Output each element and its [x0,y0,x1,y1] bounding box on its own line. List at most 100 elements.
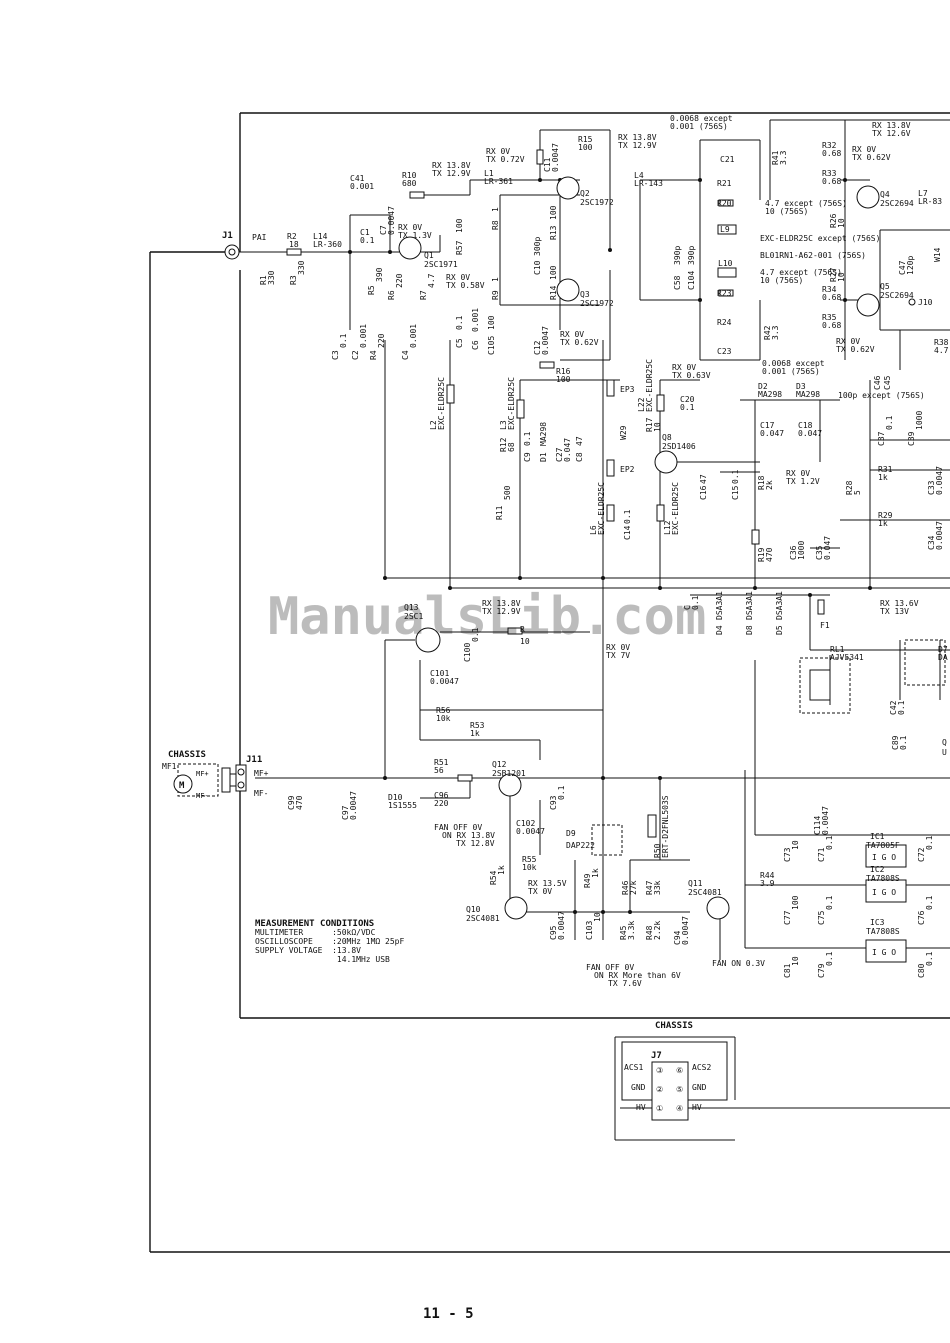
q8-emitter-rx: RX 0V [786,469,810,478]
c75-ref: C75 [817,910,826,925]
c10-ref: C10 [533,260,542,275]
c8-value: 47 [575,436,584,446]
c105-value: 100 [487,315,496,330]
c102-value: 0.0047 [516,827,545,836]
c4-ref: C4 [401,350,410,360]
transistor-q8: Q8 2SD1406 [654,433,696,474]
transistor-q5: Q5 2SC2694 [856,282,914,317]
d5-value: DSA3A1 [775,591,784,620]
fan-motor: CHASSIS MF1 M MF+ MF- [162,750,236,800]
c42-value: 0.1 [897,700,906,715]
q13-tx: TX 12.9V [482,607,521,616]
l12-ref: L12 [663,520,672,535]
c21-ref: C21 [720,155,735,164]
c101-value: 0.0047 [430,677,459,686]
d1-ref: D1 [539,452,548,462]
r28-value: 5 [853,490,862,495]
q8-emitter-tx: TX 1.2V [786,477,820,486]
r8-value: 1 [491,207,500,212]
c16-value: 47 [699,474,708,484]
q12-tx: TX 12.8V [456,839,495,848]
q11-part: 2SC4081 [688,888,722,897]
w14-ref: W14 [933,247,942,262]
j11-mf-minus: MF- [254,789,268,798]
c41-ref: C41 [350,174,365,183]
c7-value: 0.0047 [387,206,396,235]
q10-part: 2SC4081 [466,914,500,923]
j7-pin-1: ① [656,1104,663,1113]
q5-part: 2SC2694 [880,291,914,300]
c100-value: 0.1 [471,627,480,642]
transistor-q12: Q12 2SB1201 [492,760,526,797]
measurement-line-1: MULTIMETER :50kΩ/VDC [255,928,376,937]
r31-value: 1k [878,473,888,482]
r38-ref: R38 [934,338,949,347]
r48-ref: R48 [645,925,654,940]
r46-value: 27k [629,880,638,895]
c76-value: 0.1 [925,895,934,910]
r54-value: 1k [497,865,506,875]
r53-value: 1k [470,729,480,738]
r1-value: 330 [267,270,276,285]
f1-ref: F1 [820,621,830,630]
r48-value: 2.2k [653,921,662,940]
c27-value: 0.047 [563,438,572,462]
ic3-ref: IC3 [870,918,885,927]
ic1-pins: I G O [872,853,896,862]
q8-collector-tx: TX 0.63V [672,371,711,380]
c20-value: 0.1 [680,403,695,412]
j1-sub-label: PAI [252,233,267,242]
q2-ref: Q2 [580,189,590,198]
r32-value: 0.68 [822,149,841,158]
c1-ref: C1 [360,228,370,237]
r34-ref: R34 [822,285,837,294]
ic2-pins: I G O [872,888,896,897]
c96-value: 220 [434,799,449,808]
r45-value: 3.3k [627,921,636,940]
r14-value: 100 [549,265,558,280]
l14-value: LR-360 [313,240,342,249]
c102-ref: C102 [516,819,535,828]
ic2-part: TA7808S [866,874,900,883]
q12-fan-off: FAN OFF 0V [434,823,482,832]
d4-ref: D4 [715,625,724,635]
q5-base-tx: TX 0.62V [836,345,875,354]
d5-ref: D5 [775,625,784,635]
q8-ref: Q8 [662,433,672,442]
transistor-q4: Q4 2SC2694 [856,185,914,209]
d2-value: MA298 [758,390,782,399]
q4-base-tx: TX 0.62V [852,153,891,162]
r50-value: ERT-D2FNL503S [661,795,670,858]
r5-value: 390 [375,267,384,282]
ic2-ref: IC2 [870,865,885,874]
c93-ref: C93 [549,795,558,810]
r29-value: 1k [878,519,888,528]
c46-value: 100p except (756S) [838,391,925,400]
c73-value: 10 [791,840,800,850]
j7-pin-2: ② [656,1085,663,1094]
l1-value: LR-361 [484,177,513,186]
q12-part: 2SB1201 [492,769,526,778]
manualslib-watermark: ManualsLib.com [268,587,706,647]
r29-ref: R29 [878,511,893,520]
r47-ref: R47 [645,880,654,895]
component-labels: R1 330 R2 18 R3 330 L14 LR-360 C41 0.001… [259,114,949,988]
c2-ref: C2 [351,350,360,360]
c3-ref: C3 [331,350,340,360]
schematic-frame [149,112,950,1253]
j10-label: J10 [918,298,933,307]
r7-ref: R7 [419,290,428,300]
r14-ref: R14 [549,285,558,300]
c45-ref: C45 [883,375,892,390]
measurement-line-3: SUPPLY VOLTAGE :13.8V [255,946,361,955]
r10-ref: R10 [402,171,417,180]
c5-ref: C5 [455,338,464,348]
c8-ref: C8 [575,452,584,462]
c34-ref: C34 [927,535,936,550]
r26-value: 10 [837,218,846,228]
c20-ref: C20 [680,395,695,404]
transistor-q10: Q10 2SC4081 [466,896,528,923]
r27-ref: R27 [829,267,838,282]
r41-ref: R41 [771,150,780,165]
d3-ref: D3 [796,382,806,391]
